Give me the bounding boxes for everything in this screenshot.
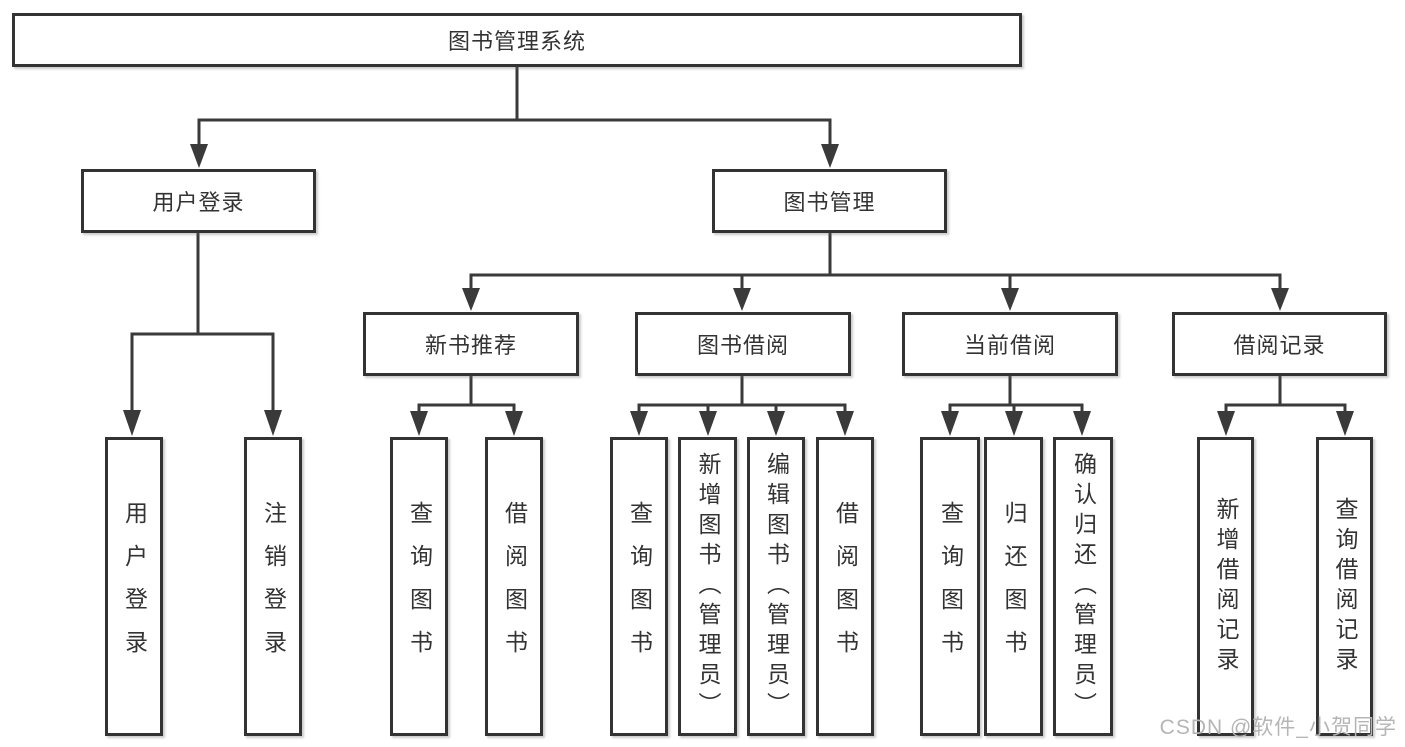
node-label: 借阅图书 — [832, 500, 859, 673]
node-label: 注销登录 — [260, 500, 287, 673]
node-label: 查询图书 — [937, 500, 964, 673]
node-label: 用户登录 — [121, 500, 148, 673]
node-label: 归还图书 — [1001, 500, 1027, 673]
connector-borrow-records-to-leaves — [1217, 376, 1354, 436]
connector-user-login-to-leaves — [123, 232, 282, 436]
connector-book-mgmt-to-level3 — [462, 232, 1289, 311]
leaf-borrow-books: 借阅图书 — [816, 437, 874, 736]
node-label: 查询借阅记录 — [1332, 496, 1358, 677]
leaf-add-borrow-record: 新增借阅记录 — [1197, 437, 1254, 736]
node-library-management-system: 图书管理系统 — [12, 13, 1022, 67]
leaf-query-books-rec: 查询图书 — [390, 437, 448, 736]
node-borrowing-records: 借阅记录 — [1172, 312, 1387, 376]
connector-book-borrow-to-leaves — [630, 376, 854, 436]
leaf-edit-book-admin: 编辑图书（管理员） — [747, 437, 805, 736]
node-label: 新增图书（管理员） — [695, 451, 721, 722]
connector-current-borrow-to-leaves — [941, 376, 1091, 436]
leaf-borrow-books-rec: 借阅图书 — [485, 437, 543, 736]
connector-new-book-rec-to-leaves — [410, 376, 523, 436]
leaf-query-books-current: 查询图书 — [920, 437, 980, 736]
node-label: 借阅记录 — [1233, 333, 1326, 358]
leaf-query-borrow-record: 查询借阅记录 — [1316, 437, 1373, 736]
leaf-add-book-admin: 新增图书（管理员） — [678, 437, 737, 736]
csdn-watermark: CSDN @软件_小贺同学 — [1159, 716, 1397, 739]
node-label: 图书管理系统 — [447, 29, 586, 54]
leaf-return-book: 归还图书 — [984, 437, 1043, 736]
leaf-logout: 注销登录 — [244, 437, 302, 736]
node-label: 确认归还（管理员） — [1070, 451, 1097, 722]
node-book-borrowing: 图书借阅 — [635, 312, 851, 376]
node-current-borrowing: 当前借阅 — [902, 312, 1118, 376]
node-label: 图书管理 — [783, 190, 876, 215]
node-label: 查询图书 — [406, 500, 433, 673]
node-label: 新书推荐 — [424, 333, 517, 358]
node-user-login: 用户登录 — [81, 169, 316, 233]
node-label: 图书借阅 — [696, 333, 789, 358]
leaf-user-login: 用户登录 — [105, 437, 163, 736]
node-label: 当前借阅 — [963, 333, 1056, 358]
node-label: 新增借阅记录 — [1213, 496, 1239, 677]
connector-root-to-level2 — [190, 67, 839, 168]
node-label: 查询图书 — [626, 500, 653, 673]
leaf-query-books-borrow: 查询图书 — [610, 437, 668, 736]
leaf-confirm-return-admin: 确认归还（管理员） — [1053, 437, 1113, 736]
node-label: 借阅图书 — [501, 500, 528, 673]
node-book-management: 图书管理 — [712, 169, 947, 233]
node-label: 用户登录 — [152, 190, 245, 215]
node-label: 编辑图书（管理员） — [763, 451, 790, 722]
node-new-book-recommendation: 新书推荐 — [363, 312, 579, 376]
